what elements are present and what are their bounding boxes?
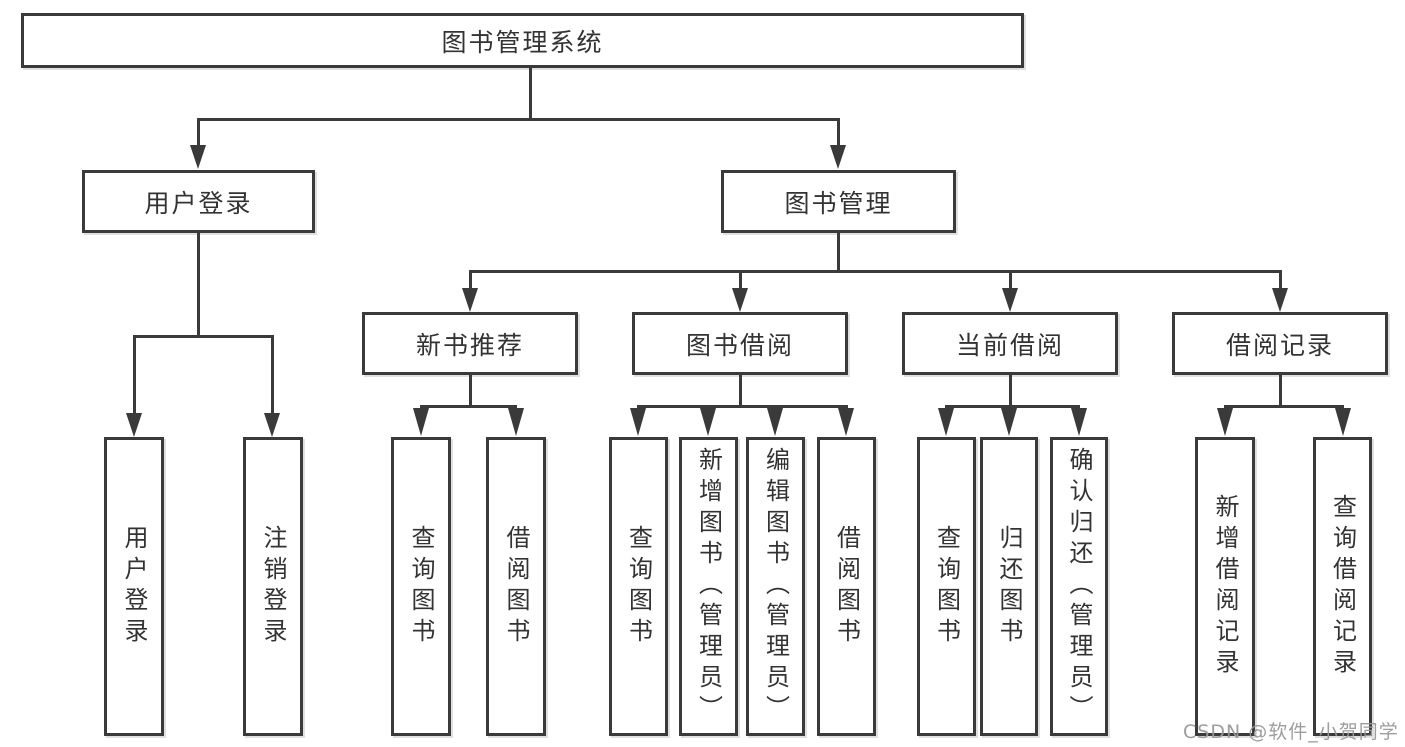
arrow-down-icon [767, 408, 783, 436]
connector-line [1009, 375, 1012, 408]
arrow-down-icon [1001, 408, 1017, 436]
connector-line [1224, 405, 1344, 408]
node-user-login-label: 用户登录 [144, 188, 253, 218]
leaf-query-borrow-record-label: 查询借阅记录 [1328, 493, 1357, 680]
leaf-add-book-admin: 新增图书（管理员） [679, 437, 738, 736]
arrow-down-icon [1335, 408, 1351, 436]
node-book-management-label: 图书管理 [784, 188, 893, 218]
arrow-down-icon [1272, 288, 1288, 312]
connector-line [469, 270, 472, 290]
connector-line [271, 335, 274, 415]
leaf-borrow-books-recommend-label: 借阅图书 [502, 524, 530, 649]
connector-line [945, 405, 1080, 408]
node-current-borrowing: 当前借阅 [902, 312, 1118, 375]
node-new-book-recommendation-label: 新书推荐 [415, 330, 524, 360]
node-borrowing-records-label: 借阅记录 [1225, 330, 1334, 360]
leaf-logout-label: 注销登录 [259, 524, 287, 649]
leaf-return-books: 归还图书 [980, 437, 1038, 736]
connector-line [739, 270, 742, 290]
node-library-management-system: 图书管理系统 [21, 13, 1024, 68]
leaf-query-books-current-label: 查询图书 [932, 524, 961, 649]
arrow-down-icon [938, 408, 954, 436]
leaf-user-login: 用户登录 [104, 437, 164, 736]
connector-line [133, 335, 274, 338]
connector-line [837, 118, 840, 150]
node-new-book-recommendation: 新书推荐 [362, 312, 578, 375]
connector-line [529, 68, 532, 119]
leaf-query-books-borrowing-label: 查询图书 [624, 524, 653, 649]
arrow-down-icon [1217, 408, 1233, 436]
connector-line [197, 118, 200, 150]
node-current-borrowing-label: 当前借阅 [955, 330, 1064, 360]
arrow-down-icon [1071, 408, 1087, 436]
arrow-down-icon [264, 413, 280, 437]
leaf-confirm-return-admin-label: 确认归还（管理员） [1065, 447, 1093, 726]
leaf-edit-book-admin-label: 编辑图书（管理员） [761, 447, 790, 726]
connector-line [637, 405, 848, 408]
leaf-add-borrow-record: 新增借阅记录 [1195, 437, 1255, 736]
leaf-add-borrow-record-label: 新增借阅记录 [1211, 493, 1239, 680]
connector-line [1009, 270, 1012, 290]
csdn-watermark: CSDN @软件_小贺同学 [1183, 721, 1399, 743]
arrow-down-icon [1002, 288, 1018, 312]
leaf-borrow-books-borrowing-label: 借阅图书 [832, 524, 861, 649]
leaf-query-books-current: 查询图书 [917, 437, 976, 736]
connector-line [133, 335, 136, 415]
arrow-down-icon [462, 288, 478, 312]
connector-line [739, 375, 742, 408]
leaf-user-login-label: 用户登录 [120, 524, 148, 649]
leaf-confirm-return-admin: 确认归还（管理员） [1050, 437, 1108, 736]
node-book-borrowing-label: 图书借阅 [685, 330, 794, 360]
connector-line [469, 375, 472, 408]
leaf-query-books-recommend: 查询图书 [391, 437, 451, 736]
arrow-down-icon [732, 288, 748, 312]
leaf-edit-book-admin: 编辑图书（管理员） [746, 437, 805, 736]
leaf-logout: 注销登录 [243, 437, 303, 736]
arrow-down-icon [508, 408, 524, 436]
leaf-add-book-admin-label: 新增图书（管理员） [694, 447, 723, 726]
node-library-management-system-label: 图书管理系统 [441, 27, 604, 57]
arrow-down-icon [413, 408, 429, 436]
leaf-borrow-books-recommend: 借阅图书 [486, 437, 546, 736]
connector-line [197, 233, 200, 337]
arrow-down-icon [830, 145, 846, 169]
leaf-query-books-recommend-label: 查询图书 [407, 524, 435, 649]
connector-line [420, 405, 517, 408]
leaf-return-books-label: 归还图书 [995, 524, 1023, 649]
node-book-borrowing: 图书借阅 [632, 312, 848, 375]
leaf-query-books-borrowing: 查询图书 [609, 437, 668, 736]
connector-line [837, 233, 840, 273]
arrow-down-icon [700, 408, 716, 436]
arrow-down-icon [630, 408, 646, 436]
node-book-management: 图书管理 [721, 170, 956, 233]
connector-line [469, 270, 1282, 273]
arrow-down-icon [838, 408, 854, 436]
connector-line [197, 118, 840, 121]
arrow-down-icon [126, 413, 142, 437]
node-borrowing-records: 借阅记录 [1172, 312, 1388, 375]
arrow-down-icon [190, 145, 206, 169]
connector-line [1279, 375, 1282, 408]
connector-line [1279, 270, 1282, 290]
leaf-borrow-books-borrowing: 借阅图书 [817, 437, 876, 736]
leaf-query-borrow-record: 查询借阅记录 [1313, 437, 1372, 736]
node-user-login: 用户登录 [82, 170, 315, 233]
